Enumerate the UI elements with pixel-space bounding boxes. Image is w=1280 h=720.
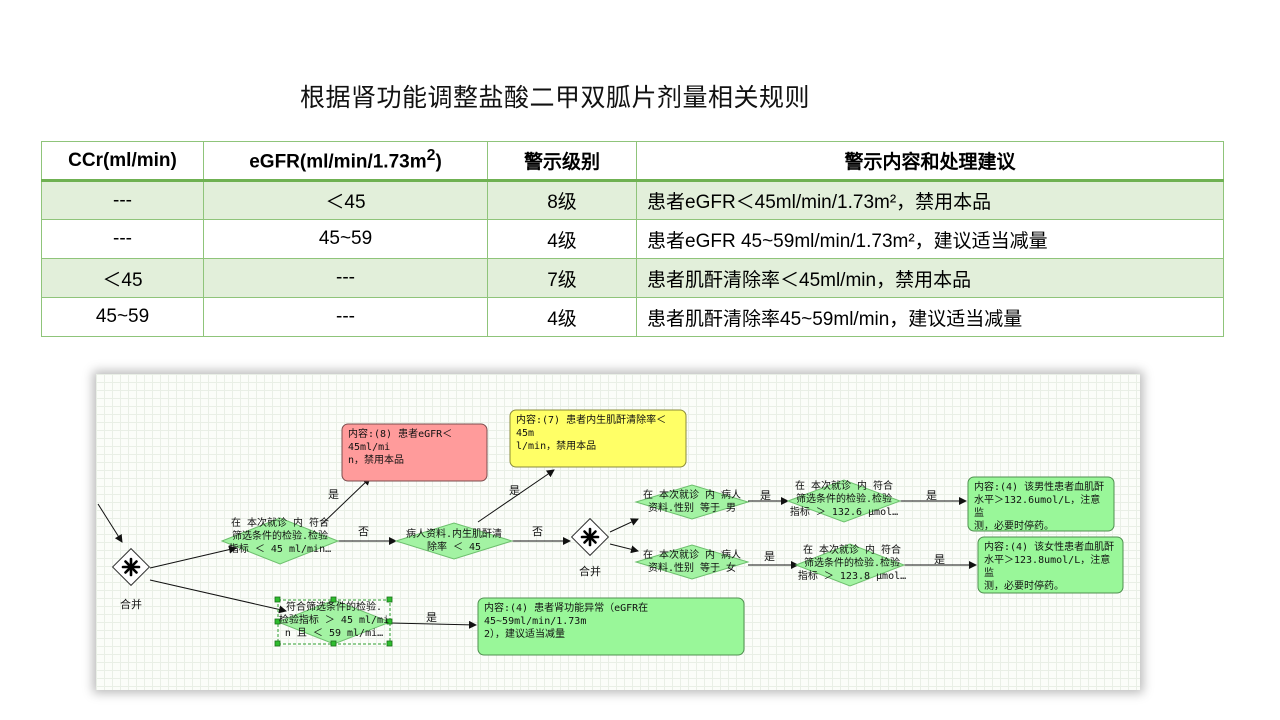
asterisk-icon [580,527,600,547]
table-row: ＜45 --- 7级 患者肌酐清除率＜45ml/min，禁用本品 [41,258,1224,298]
diamond-egfr-lt45[interactable] [220,517,340,565]
box-text-8: 内容:(8) 患者eGFR＜45ml/mi n，禁用本品 [348,429,453,466]
table-header-row: CCr(ml/min) eGFR(ml/min/1.73m2) 警示级别 警示内… [41,141,1224,182]
diamond-text-crcl: 病人资料.内生肌酐清 除率 ＜ 45 [405,529,503,553]
box-text-male: 内容:(4) 该男性患者血肌酐 水平＞132.6umol/L，注意监 测，必要时… [974,482,1105,531]
table-row: 45~59 --- 4级 患者肌酐清除率45~59ml/min，建议适当减量 [41,297,1224,337]
edge-label-yes: 是 [760,489,771,502]
connector-in [97,503,123,543]
flow-diagram[interactable]: 合并 合并 是 否 是 否 是 是 是 是 是 在 本次就诊 内 符合 筛选条件… [96,374,1140,690]
diamond-text-egfr-45-59: 符合筛选条件的检验. 检验指标 ＞ 45 ml/mi n 且 ＜ 59 ml/m… [278,602,390,639]
cell-level: 4级 [487,219,637,259]
table-row: --- ＜45 8级 患者eGFR＜45ml/min/1.73m²，禁用本品 [41,180,1224,220]
cell-ccr: 45~59 [41,297,204,337]
diamond-text-egfr-lt45: 在 本次就诊 内 符合 筛选条件的检验.检验 指标 ＜ 45 ml/min… [228,518,332,555]
cell-level: 8级 [487,180,637,220]
merge-label-2: 合并 [579,565,601,578]
edge-label-yes: 是 [328,488,339,501]
diamond-female[interactable] [634,544,750,580]
cell-advice: 患者肌酐清除率45~59ml/min，建议适当减量 [636,297,1224,337]
connector-to-egfr-lt45 [149,545,237,569]
header-level: 警示级别 [487,141,637,182]
edge-label-yes: 是 [764,550,775,563]
diamond-crcl[interactable] [394,522,514,560]
merge-label-1: 合并 [120,598,142,611]
header-advice: 警示内容和处理建议 [636,141,1224,182]
connector-to-box8 [321,477,371,525]
cell-ccr: --- [41,219,204,259]
diamond-text-male: 在 本次就诊 内 病人 资料.性别 等于 男 [642,490,742,514]
merge-node-2[interactable] [570,517,610,557]
edge-label-yes: 是 [426,611,437,624]
merge-node-1[interactable] [111,547,151,587]
connector-to-male [609,518,639,533]
cell-level: 4级 [487,297,637,337]
cell-egfr: --- [203,258,488,298]
connector-to-egfr-45-59 [149,579,287,614]
cell-advice: 患者肌酐清除率＜45ml/min，禁用本品 [636,258,1224,298]
box-warning-male[interactable] [967,476,1115,532]
cell-egfr: ＜45 [203,180,488,220]
diamond-text-female-cr: 在 本次就诊 内 符合 筛选条件的检验.检验 指标 ＞ 123.8 μmol… [797,545,907,582]
edge-label-yes: 是 [509,484,520,497]
cell-ccr: ＜45 [41,258,204,298]
diagram-canvas [97,409,1124,656]
diamond-text-male-cr: 在 本次就诊 内 符合 筛选条件的检验.检验 指标 ＞ 132.6 μmol… [789,481,899,518]
asterisk-icon [121,557,141,577]
cell-ccr: --- [41,180,204,220]
edge-label-no: 否 [532,525,543,538]
header-egfr: eGFR(ml/min/1.73m2) [203,141,488,182]
cell-advice: 患者eGFR 45~59ml/min/1.73m²，建议适当减量 [636,219,1224,259]
table-row: --- 45~59 4级 患者eGFR 45~59ml/min/1.73m²，建… [41,219,1224,259]
box-warning-female[interactable] [977,536,1124,594]
box-warning-egfr[interactable] [477,597,745,656]
diamond-egfr-45-59[interactable] [274,596,393,647]
edge-label-no: 否 [358,525,369,538]
cell-level: 7级 [487,258,637,298]
diamond-female-cr[interactable] [794,543,906,587]
box-warning-7[interactable] [509,409,687,468]
connector-to-female [609,543,639,554]
box-text-7: 内容:(7) 患者内生肌酐清除率＜45m l/min，禁用本品 [516,415,667,452]
connectors [97,469,977,629]
cell-egfr: 45~59 [203,219,488,259]
connector-to-box7 [477,469,555,523]
header-ccr: CCr(ml/min) [41,141,204,182]
diamond-male[interactable] [634,484,750,520]
selection-handles[interactable] [274,596,393,647]
cell-advice: 患者eGFR＜45ml/min/1.73m²，禁用本品 [636,180,1224,220]
edge-label-yes: 是 [926,489,937,502]
diamond-text-female: 在 本次就诊 内 病人 资料.性别 等于 女 [642,550,742,574]
cell-egfr: --- [203,297,488,337]
connector-to-box-egfr [389,620,477,629]
rules-table: CCr(ml/min) eGFR(ml/min/1.73m2) 警示级别 警示内… [41,141,1224,337]
diamond-male-cr[interactable] [786,479,902,523]
page-title: 根据肾功能调整盐酸二甲双胍片剂量相关规则 [300,83,811,112]
edge-label-yes: 是 [934,553,945,566]
box-warning-8[interactable] [341,423,488,482]
box-text-egfr: 内容:(4) 患者肾功能异常（eGFR在45~59ml/min/1.73m 2）… [484,603,649,640]
box-text-female: 内容:(4) 该女性患者血肌酐 水平＞123.8umol/L，注意监 测，必要时… [984,542,1115,592]
